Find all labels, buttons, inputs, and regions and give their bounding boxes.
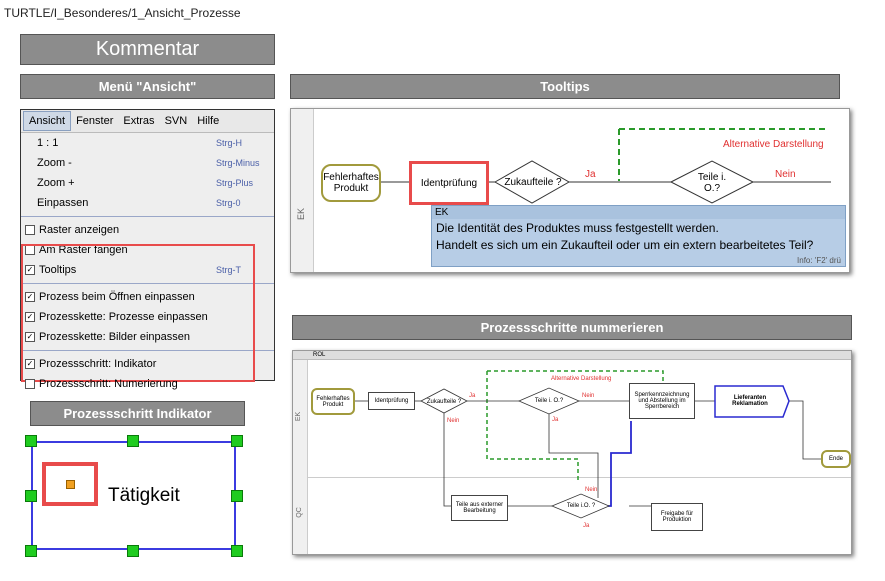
menu-item-bilder[interactable]: ✓Prozesskette: Bilder einpassen [25, 331, 191, 343]
resize-handle-tl[interactable] [25, 435, 37, 447]
menu-svn[interactable]: SVN [164, 115, 188, 127]
menu-item-prozesse[interactable]: ✓Prozesskette: Prozesse einpassen [25, 311, 208, 323]
tooltip-title: EK [432, 206, 845, 219]
menu-extras[interactable]: Extras [123, 115, 155, 127]
num-ja-3: Ja [583, 523, 590, 529]
num-node-teile1: Teile i. O.? [534, 398, 564, 404]
indicator-icon [66, 480, 75, 489]
activity-label: Tätigkeit [108, 485, 180, 506]
num-node-extern: Teile aus externer Bearbeitung [451, 495, 508, 521]
nein-label: Nein [775, 169, 796, 180]
checked-icon: ✓ [25, 312, 35, 323]
num-alt-label: Alternative Darstellung [551, 376, 612, 382]
unchecked-icon [25, 379, 35, 390]
checked-icon: ✓ [25, 332, 35, 343]
num-node-fehler: Fehlerhaftes Produkt [311, 388, 355, 415]
resize-handle-tc[interactable] [127, 435, 139, 447]
num-nein-1: Nein [447, 418, 460, 424]
ja-label: Ja [585, 169, 596, 180]
num-node-freigabe: Freigabe für Produktion [651, 503, 703, 531]
checked-icon: ✓ [25, 359, 35, 370]
tooltip-line2: Handelt es sich um ein Zukaufteil oder u… [436, 238, 814, 252]
resize-handle-bc[interactable] [127, 545, 139, 557]
num-node-lieferant: Lieferanten Reklamation [732, 395, 768, 407]
node-fehlerhaftes-produkt: Fehlerhaftes Produkt [321, 164, 381, 202]
num-node-sperr: Sperrkennzeichnung und Abstellung im Spe… [629, 383, 695, 419]
kommentar-header: Kommentar [20, 34, 275, 65]
node-zukaufteile: Zukaufteile ? [504, 176, 562, 188]
num-nein-2: Nein [582, 393, 595, 399]
resize-handle-br[interactable] [231, 545, 243, 557]
menu-item-zoom-plus[interactable]: Zoom +Strg-Plus [37, 177, 254, 189]
menu-item-zoom-minus[interactable]: Zoom -Strg-Minus [37, 157, 260, 169]
num-nein-3: Nein [585, 487, 598, 493]
resize-handle-ml[interactable] [25, 490, 37, 502]
tooltip-line1: Die Identität des Produktes muss festges… [436, 221, 719, 235]
numbering-toolbar: ROL [293, 351, 851, 360]
alt-label: Alternative Darstellung [723, 139, 824, 150]
tooltip-flow-svg [381, 128, 831, 204]
menubar: Ansicht Fenster Extras SVN Hilfe [21, 110, 274, 133]
num-node-teile2: Teile i.O. ? [566, 503, 596, 509]
menu-ansicht-header: Menü "Ansicht" [20, 74, 275, 99]
checked-icon: ✓ [25, 292, 35, 303]
num-ja-2: Ja [552, 417, 559, 423]
menu-item-nummerierung[interactable]: Prozessschritt: Numerierung [21, 374, 274, 394]
indikator-header: Prozessschritt Indikator [30, 401, 245, 426]
tooltips-screenshot: EK Fehlerhaftes Produkt Identprüfung Zuk… [290, 108, 850, 273]
indikator-screenshot: Tätigkeit [22, 432, 247, 560]
resize-handle-mr[interactable] [231, 490, 243, 502]
menu-item-raster[interactable]: Raster anzeigen [21, 220, 274, 240]
node-identpruefung[interactable]: Identprüfung [409, 161, 489, 205]
tooltips-header: Tooltips [290, 74, 840, 99]
tooltip-popup: EK Die Identität des Produktes muss fest… [431, 205, 846, 267]
node-teile-io: Teile i. O.? [697, 172, 727, 194]
breadcrumb: TURTLE/I_Besonderes/1_Ansicht_Prozesse [4, 6, 241, 20]
menu-ansicht[interactable]: Ansicht [23, 111, 72, 131]
resize-handle-bl[interactable] [25, 545, 37, 557]
resize-handle-tr[interactable] [231, 435, 243, 447]
checked-icon: ✓ [25, 265, 35, 276]
menu-fenster[interactable]: Fenster [76, 115, 114, 127]
highlight-box [21, 244, 255, 382]
menu-hilfe[interactable]: Hilfe [197, 115, 220, 127]
num-node-zukauf: Zukaufteile ? [426, 398, 462, 405]
numbering-screenshot: ROL EK QC Fehlerhaftes Produkt Identprüf… [292, 350, 852, 555]
menu-item-oeffnen[interactable]: ✓Prozess beim Öffnen einpassen [25, 291, 195, 303]
unchecked-icon [25, 225, 35, 236]
num-node-ident: Identprüfung [368, 392, 415, 410]
indicator-highlight [42, 462, 98, 506]
tooltip-info: Info: 'F2' drü [797, 256, 841, 265]
menu-item-indikator[interactable]: ✓Prozessschritt: Indikator [25, 358, 157, 370]
numbering-flow-svg [355, 370, 821, 519]
num-ja-1: Ja [469, 393, 476, 399]
num-node-ende: Ende [821, 450, 851, 468]
prozessschritte-header: Prozessschritte nummerieren [292, 315, 852, 340]
